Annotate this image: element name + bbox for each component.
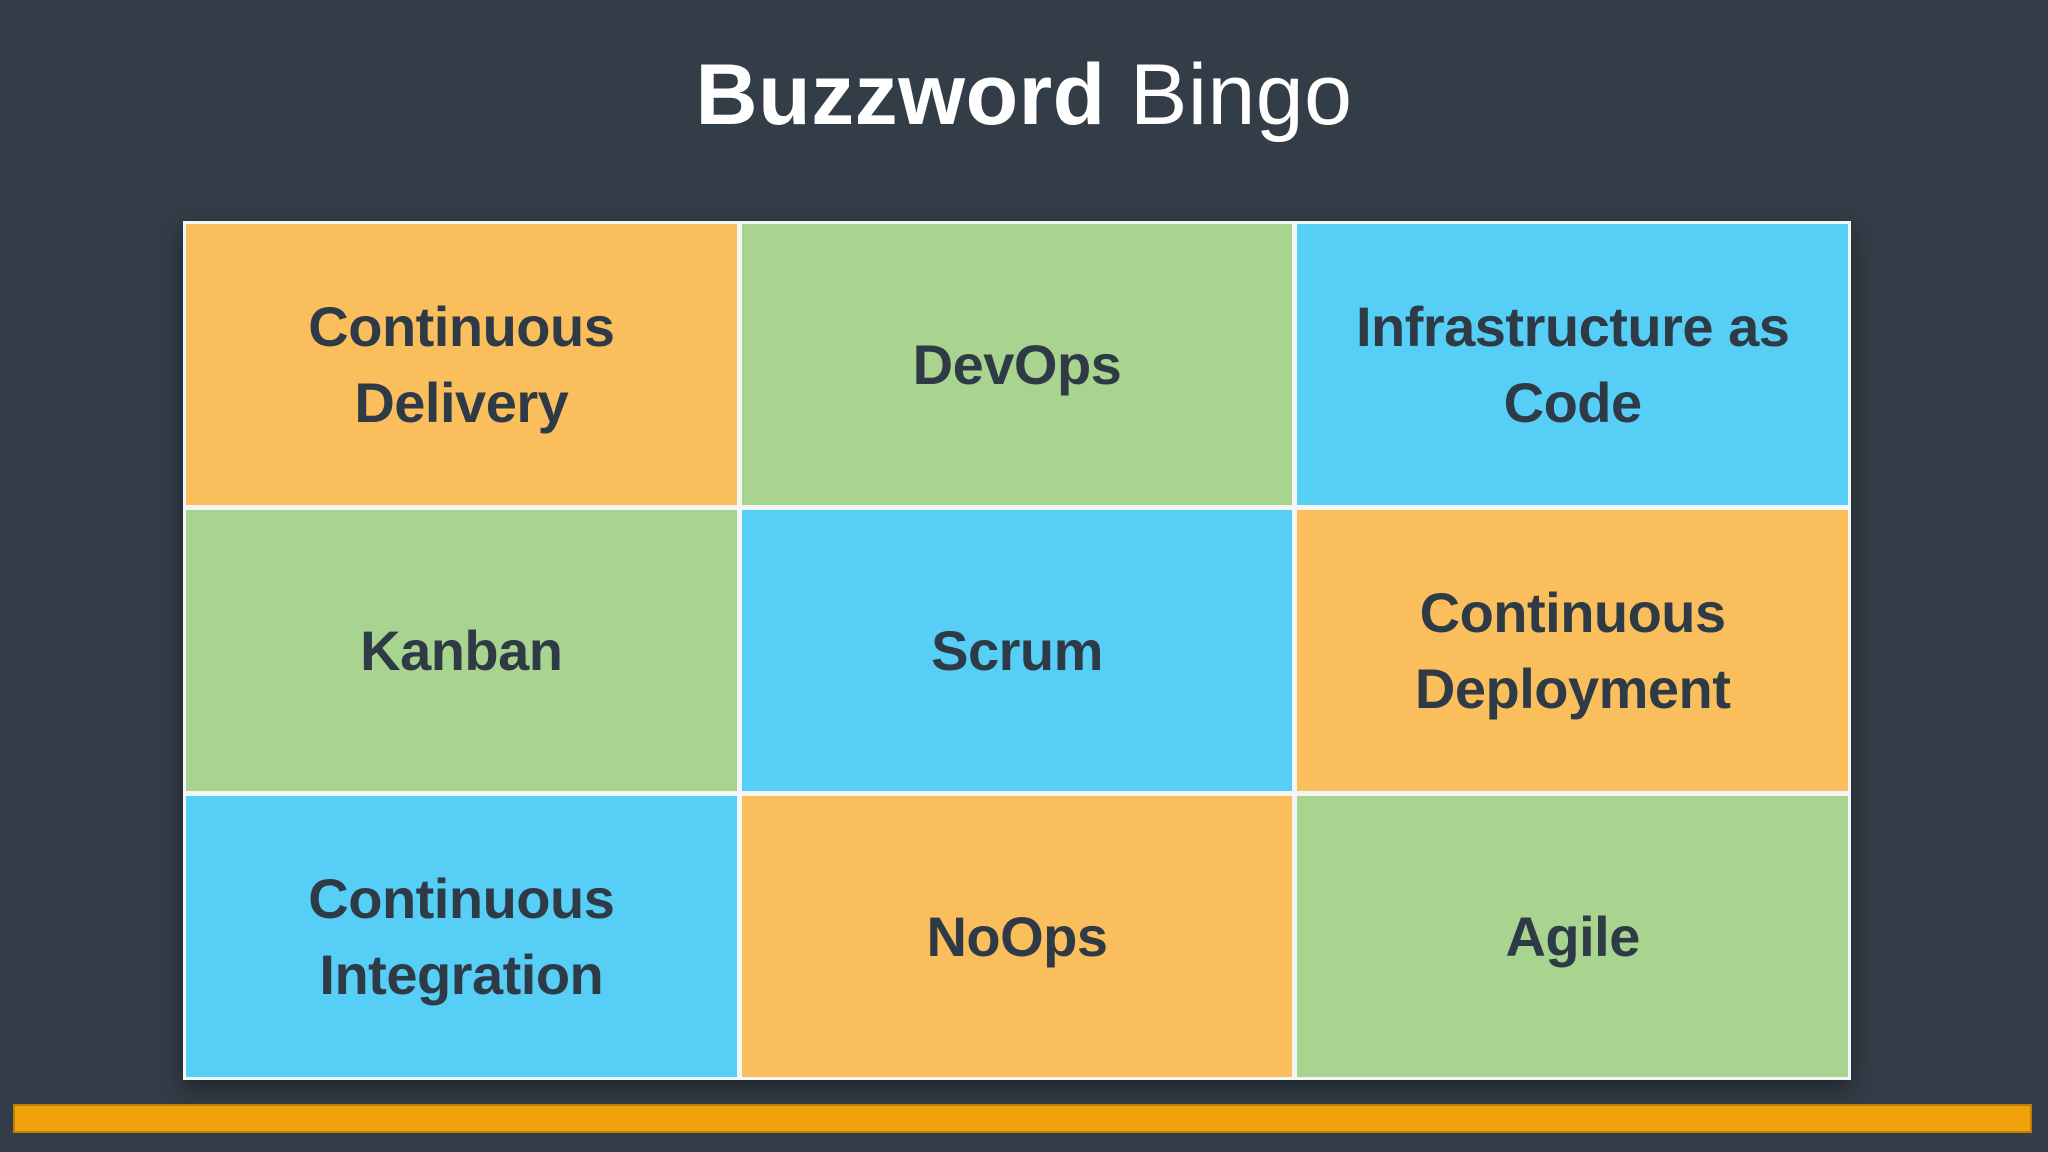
cell-label: Continuous Delivery — [308, 295, 615, 434]
title-word-bingo: Bingo — [1105, 47, 1353, 143]
bingo-cell-devops: DevOps — [741, 224, 1293, 505]
cell-label: Kanban — [360, 618, 563, 682]
cell-label: DevOps — [912, 332, 1122, 396]
cell-label: Infrastructure as Code — [1355, 295, 1790, 434]
cell-label: NoOps — [926, 904, 1108, 968]
page-title: Buzzword Bingo — [0, 46, 2048, 145]
bingo-cell-continuous-deployment: Continuous Deployment — [1297, 510, 1848, 791]
cell-label: Scrum — [931, 618, 1103, 682]
bingo-cell-noops: NoOps — [741, 796, 1293, 1077]
bingo-cell-infrastructure-as-code: Infrastructure as Code — [1297, 224, 1848, 505]
bottom-accent-bar — [13, 1104, 2032, 1133]
cell-label: Continuous Deployment — [1414, 581, 1731, 720]
bingo-cell-continuous-delivery: Continuous Delivery — [186, 224, 737, 505]
bingo-cell-agile: Agile — [1297, 796, 1848, 1077]
title-word-buzzword: Buzzword — [695, 47, 1106, 143]
cell-label: Continuous Integration — [308, 867, 615, 1006]
bingo-cell-kanban: Kanban — [186, 510, 737, 791]
bingo-cell-continuous-integration: Continuous Integration — [186, 796, 737, 1077]
bingo-cell-scrum: Scrum — [741, 510, 1293, 791]
bingo-grid: Continuous Delivery DevOps Infrastructur… — [183, 221, 1851, 1080]
cell-label: Agile — [1505, 904, 1640, 968]
